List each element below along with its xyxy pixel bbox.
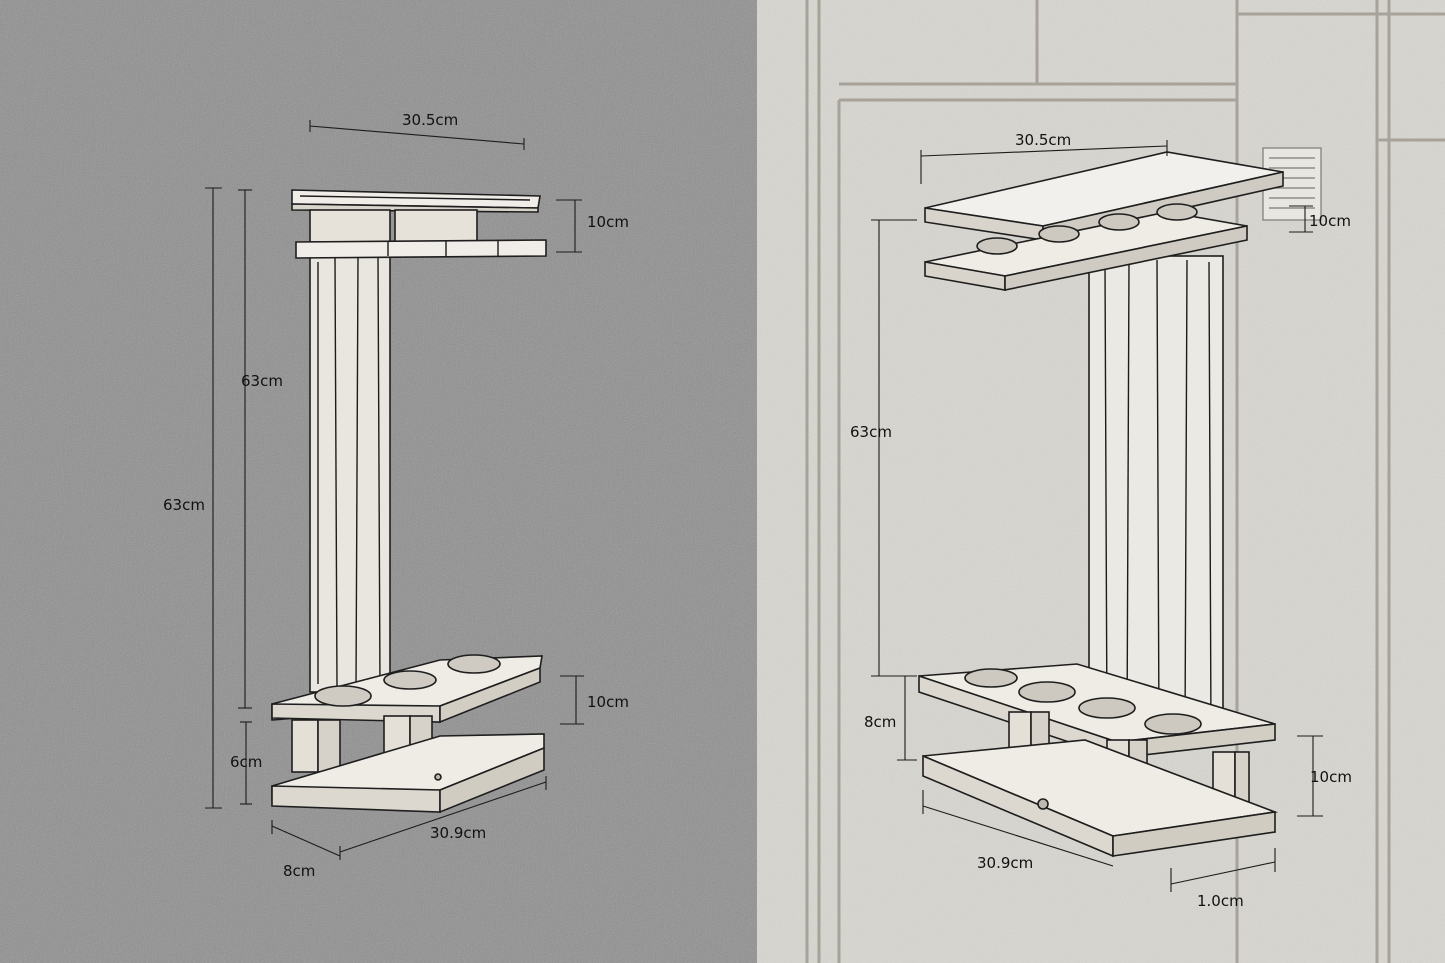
- right-drawing-panel: 30.5cm 10cm 63cm 8cm: [757, 0, 1445, 963]
- dim-right-base-depth: 1.0cm: [1170, 848, 1276, 910]
- label-left-base-depth: 8cm: [283, 862, 315, 880]
- label-right-base-depth: 1.0cm: [1197, 892, 1244, 910]
- dim-left-post-height: 63cm: [238, 189, 283, 709]
- dim-right-base-length: 30.9cm: [922, 790, 1114, 872]
- label-right-base-length: 30.9cm: [977, 854, 1033, 872]
- label-left-bottom-gap: 10cm: [587, 693, 629, 711]
- left-drawing: 30.5cm 10cm 63cm 63cm: [0, 0, 757, 963]
- label-right-bottom-gap-right: 10cm: [1310, 768, 1352, 786]
- dim-left-top-gap: 10cm: [556, 199, 629, 253]
- dim-left-bottom-gap: 10cm: [560, 675, 629, 725]
- dim-left-base-depth: 8cm: [271, 820, 341, 880]
- label-left-base-gap: 6cm: [230, 753, 262, 771]
- left-holder-board: [271, 654, 543, 724]
- dim-left-total-height: 63cm: [163, 187, 222, 809]
- label-right-post-height: 63cm: [850, 423, 892, 441]
- dim-right-top-gap: 10cm: [1289, 205, 1351, 233]
- label-right-top-gap: 10cm: [1309, 212, 1351, 230]
- label-right-top-width: 30.5cm: [1015, 131, 1071, 149]
- dim-right-top-width: 30.5cm: [920, 131, 1168, 184]
- label-left-total-height: 63cm: [163, 496, 205, 514]
- dim-left-base-length: 30.9cm: [339, 776, 547, 860]
- dim-right-bottom-gap-left: 8cm: [864, 675, 917, 761]
- left-post: [309, 251, 391, 693]
- right-base-board: [922, 739, 1279, 858]
- left-top-lower-board: [295, 239, 547, 259]
- right-post: [1088, 255, 1224, 741]
- left-drawing-panel: 30.5cm 10cm 63cm 63cm: [0, 0, 757, 963]
- dim-right-bottom-gap-right: 10cm: [1297, 735, 1352, 817]
- dim-left-base-gap: 6cm: [230, 721, 262, 805]
- right-drawing: 30.5cm 10cm 63cm 8cm: [757, 0, 1445, 963]
- label-left-post-height: 63cm: [241, 372, 283, 390]
- label-left-top-width: 30.5cm: [402, 111, 458, 129]
- left-base-board: [271, 733, 545, 814]
- label-right-bottom-gap-left: 8cm: [864, 713, 896, 731]
- dim-left-top-width: 30.5cm: [309, 111, 525, 150]
- right-top-lower-board: [924, 203, 1248, 291]
- label-left-top-gap: 10cm: [587, 213, 629, 231]
- dim-right-post-height: 63cm: [850, 219, 917, 677]
- label-left-base-length: 30.9cm: [430, 824, 486, 842]
